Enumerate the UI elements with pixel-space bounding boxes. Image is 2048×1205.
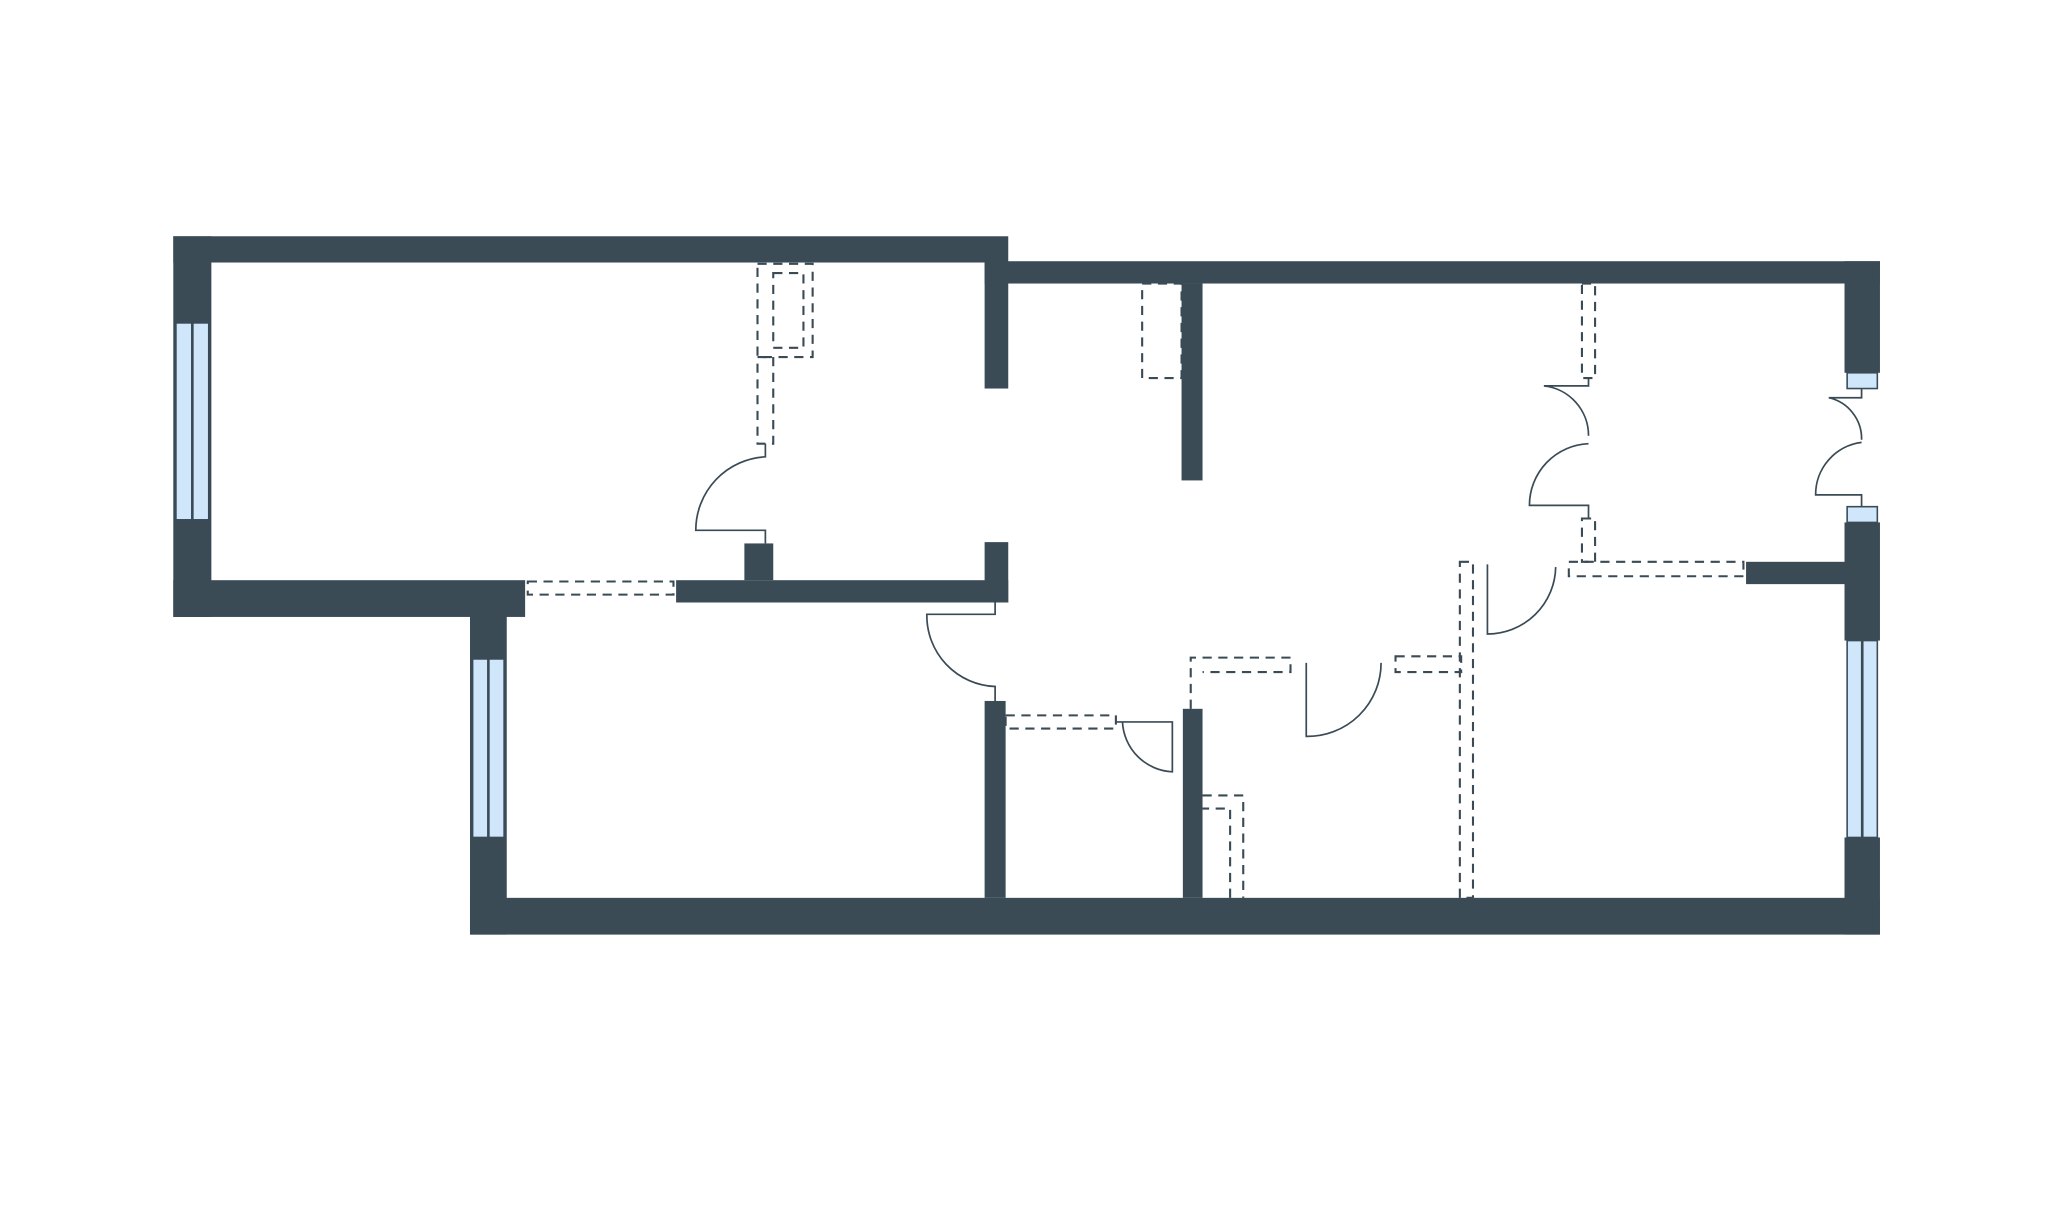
wall-partition-mid xyxy=(984,542,1009,603)
wall-partition-upper xyxy=(984,262,1009,389)
door-entrance-top xyxy=(1828,388,1863,440)
bath-fixture-outline xyxy=(1202,794,1245,898)
opening-living-bedroom xyxy=(526,580,675,596)
wall-right-mid xyxy=(1844,522,1880,641)
wall-hall-vertical xyxy=(1181,283,1203,481)
door-wardrobe-top xyxy=(1543,378,1590,436)
shaft-outline xyxy=(756,262,814,359)
walls xyxy=(173,236,1880,935)
doors xyxy=(694,378,1863,773)
door-wc xyxy=(1305,662,1382,738)
wardrobe-bottom-dashed xyxy=(1580,517,1597,563)
dashed-outlines xyxy=(526,262,1745,899)
door-entrance-bottom xyxy=(1814,441,1863,507)
wardrobe-dashed xyxy=(1580,282,1597,380)
door-bedroom xyxy=(925,602,996,701)
window-right-small-bottom xyxy=(1846,505,1879,524)
window-right-small-top xyxy=(1846,372,1879,390)
duct-vertical xyxy=(756,355,775,445)
wall-bath-right xyxy=(1182,708,1203,898)
wall-top-left xyxy=(173,236,1009,263)
opening-bathroom xyxy=(1004,714,1117,730)
door-wardrobe-bottom xyxy=(1528,442,1590,519)
wall-bottom xyxy=(469,897,1880,935)
opening-wc-right xyxy=(1394,655,1463,674)
wc-outline xyxy=(1189,656,1292,709)
wall-right-top xyxy=(1844,261,1880,373)
door-living xyxy=(694,443,767,544)
door-right-room xyxy=(1486,564,1557,635)
opening-hall-right xyxy=(1567,560,1745,578)
wall-interior-horizontal xyxy=(676,580,1009,603)
wall-stub-right xyxy=(1746,561,1845,585)
partition-dashed xyxy=(1458,560,1475,899)
shaft-inner xyxy=(772,271,805,349)
wall-top-right xyxy=(984,261,1880,284)
hall-niche xyxy=(1141,282,1183,380)
door-bathroom xyxy=(1115,721,1174,773)
wall-bath-left xyxy=(984,700,1006,898)
wall-left-bottom xyxy=(173,580,526,617)
pillar xyxy=(744,543,774,581)
windows xyxy=(175,322,1879,839)
